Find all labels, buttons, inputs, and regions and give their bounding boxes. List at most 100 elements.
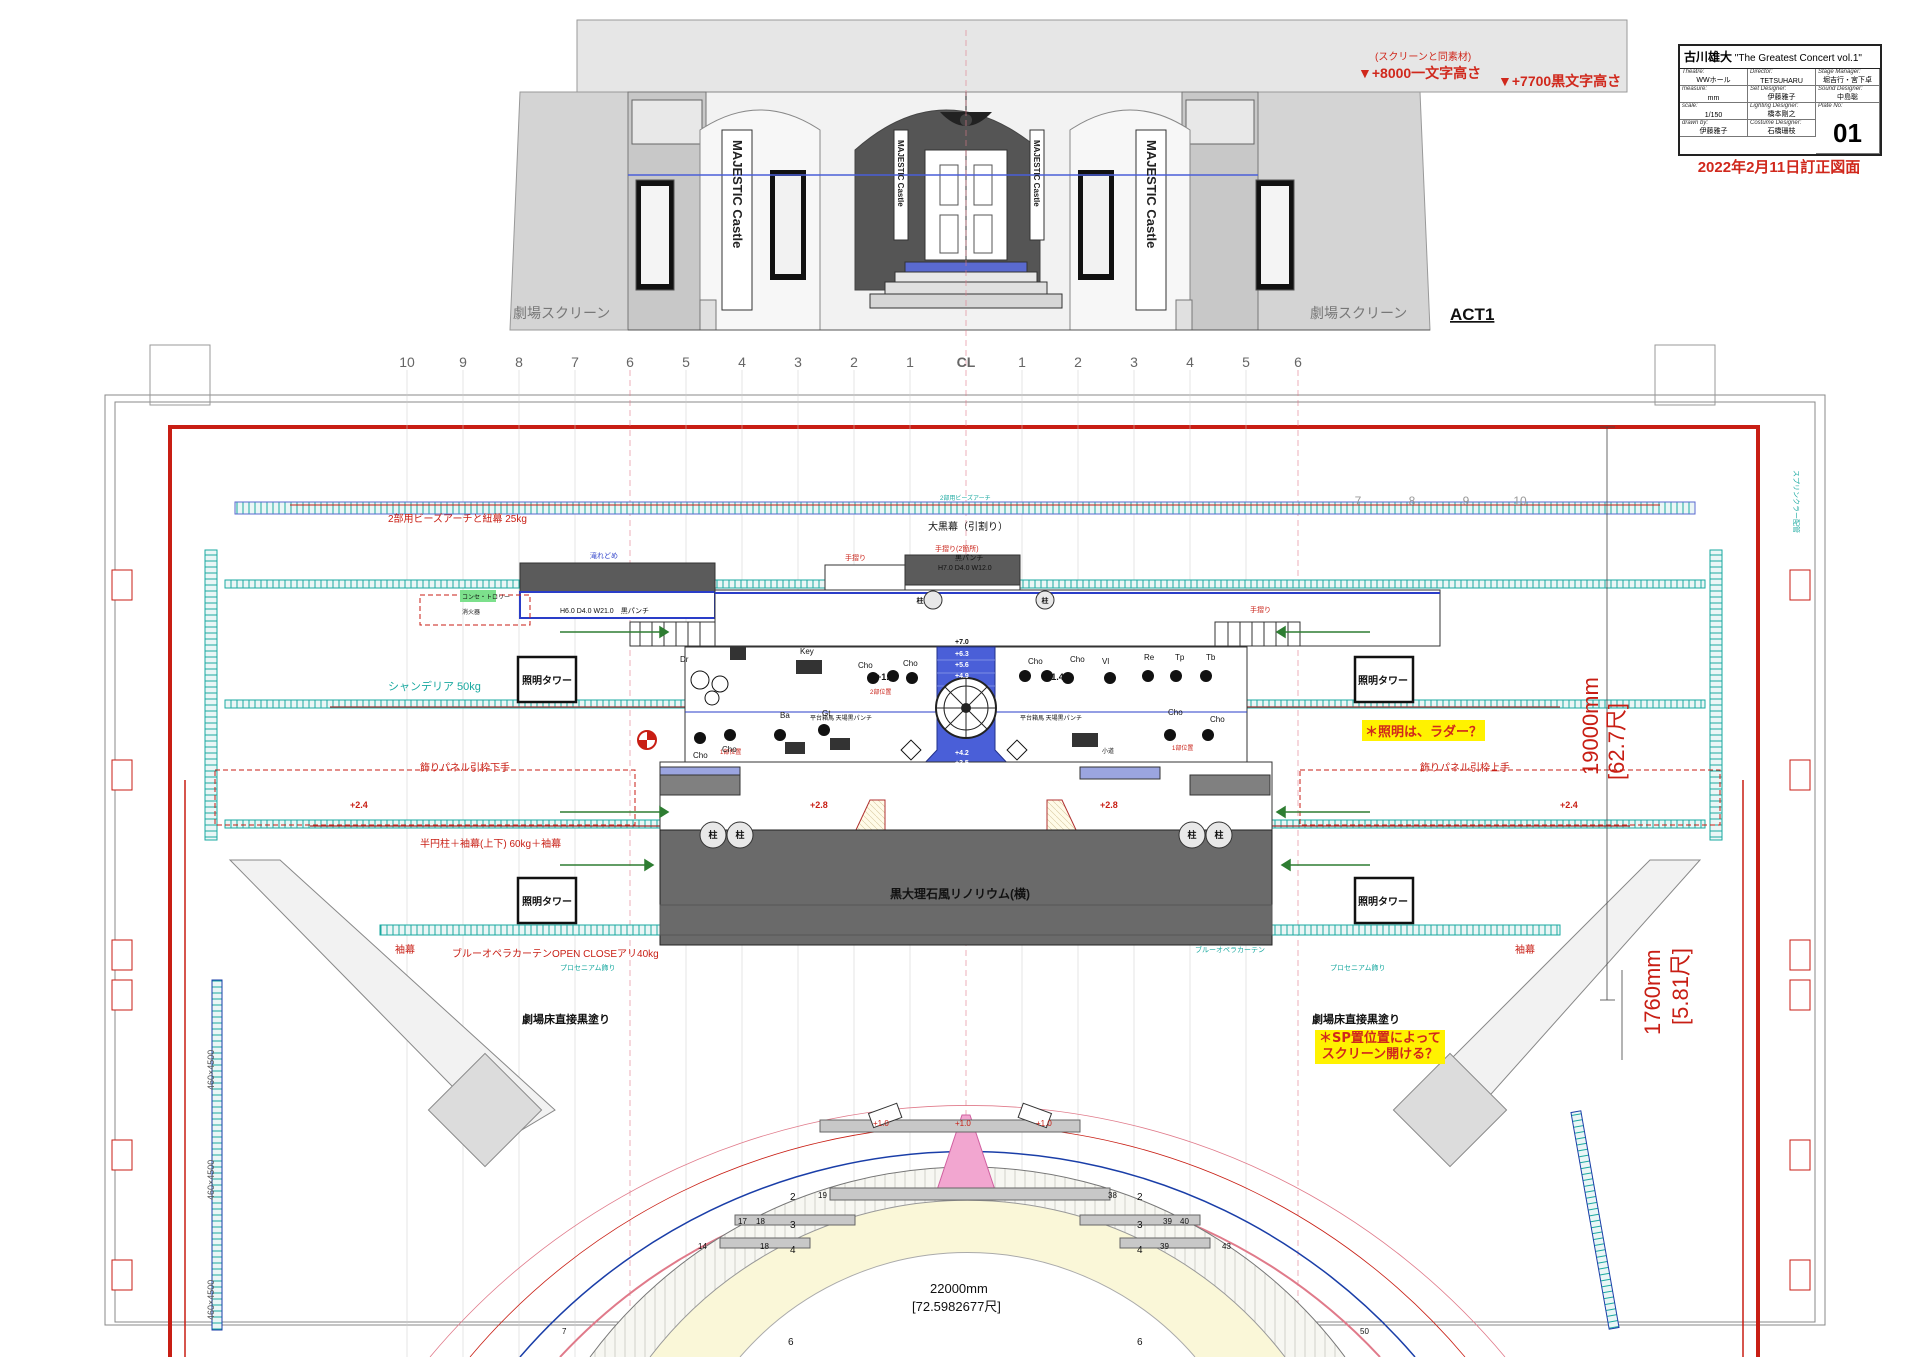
stair-level: +2.8 — [955, 769, 969, 776]
tb-key: Set Designer: — [1750, 86, 1787, 92]
tb-costume-designer: 石橋珊枝 — [1767, 128, 1796, 135]
seat-number: 39 — [1160, 1242, 1169, 1251]
screen-label-left: 劇場スクリーン — [513, 305, 610, 321]
band-cho-label: Cho — [903, 659, 918, 668]
band-cho-label: Cho — [1210, 715, 1225, 724]
wheel-prop-icon — [935, 677, 997, 739]
seat-number: 18 — [760, 1242, 769, 1251]
title-block-title: 古川雄大 — [1684, 50, 1733, 64]
upper-deck — [714, 589, 1441, 647]
elevation-note-small: (スクリーンと同素材) — [1375, 50, 1471, 63]
seat-row-label: 3 — [1137, 1220, 1143, 1231]
grid-num: 10 — [1513, 494, 1527, 508]
tb-drawn-by: 伊藤雅子 — [1699, 128, 1728, 135]
big-black-curtain-label: 大黒幕（引割り） — [928, 520, 1008, 533]
grid-num: 5 — [682, 354, 690, 370]
width-dimension-shaku: [72.5982677尺] — [912, 1299, 1001, 1314]
revision-date: 2022年2月11日訂正図面 — [1697, 159, 1861, 176]
hand-rail-right-label: 手摺り — [1250, 605, 1271, 614]
grid-num: 4 — [1186, 354, 1194, 370]
lighting-towers — [516, 655, 1415, 925]
seat-number: 18 — [756, 1217, 765, 1226]
banner-text-inner-right: MAJESTIC Castle — [1032, 140, 1041, 207]
tb-director: TETSUHARU — [1760, 78, 1803, 85]
proscenium-label-right: プロセニアム飾り — [1330, 963, 1386, 972]
hand-rail-2-label: 手摺り(2箇所) — [935, 544, 979, 553]
band-re-label: Re — [1144, 653, 1155, 662]
level-label: +1.4 — [1046, 672, 1064, 682]
tb-sound-designer: 中島聡 — [1837, 94, 1858, 101]
seat-number: 43 — [1222, 1242, 1231, 1251]
smalldrum-label: 小道 — [1102, 747, 1114, 755]
chandelier-label: シャンデリア 50kg — [388, 679, 481, 693]
title-block-subtitle: "The Greatest Concert vol.1" — [1734, 53, 1862, 64]
diagonal-walls — [228, 859, 1702, 1168]
width-dimension: 22000mm — [930, 1281, 988, 1296]
seat-row-label: 2 — [790, 1192, 796, 1203]
grid-num: 7 — [1355, 494, 1362, 508]
panel-left-label: 飾りパネル引枠下手 — [420, 761, 510, 774]
level-label: +2.8 — [810, 800, 828, 810]
grid-num: 1 — [1018, 354, 1026, 370]
grid-num: 9 — [1463, 494, 1470, 508]
conce-tool-label: コンセ・トロリー — [462, 594, 510, 601]
grid-num: 4 — [738, 354, 746, 370]
stair-level: +3.5 — [955, 760, 969, 767]
stair-level: +7.0 — [955, 639, 969, 646]
grid-num: 2 — [1074, 354, 1082, 370]
entrance-arrows — [560, 625, 1370, 872]
sleeve-right-label: 袖幕 — [1515, 943, 1535, 956]
header-valance — [576, 19, 1628, 93]
title-block: 古川雄大 "The Greatest Concert vol.1" Theatr… — [1678, 44, 1882, 156]
set-elevation — [509, 19, 1628, 331]
banner-text-left: MAJESTIC Castle — [730, 140, 745, 248]
platform-note-left: 平台箱馬 天場黒パンチ — [810, 714, 872, 722]
wing-wagons — [214, 594, 1721, 826]
seat-row-label: 6 — [788, 1337, 794, 1348]
stair-level: +4.9 — [955, 673, 969, 680]
beads-arch-label: 2部用ビーズアーチと紐幕 25kg — [388, 512, 527, 525]
level-label: +1.0 — [1036, 1119, 1052, 1128]
pillar-label: 柱 — [1214, 829, 1223, 840]
band-cho-label: Cho — [858, 661, 873, 670]
act-label: ACT1 — [1450, 305, 1494, 324]
pillar-label: 柱 — [1187, 829, 1196, 840]
light-tower-label: 照明タワー — [522, 896, 572, 908]
grid-num: 1 — [906, 354, 914, 370]
band-cho-label: Cho — [722, 745, 737, 754]
tb-stage-manager: 堀吉行・宮下卓 — [1823, 77, 1872, 84]
pillar-label: 柱 — [1042, 596, 1049, 605]
light-tower-label: 照明タワー — [1358, 675, 1408, 687]
pillar-markers — [699, 590, 1233, 849]
tb-set-designer: 伊藤雅子 — [1767, 94, 1796, 101]
band-tp-label: Tp — [1175, 653, 1185, 662]
grid-num: 5 — [1242, 354, 1250, 370]
first-pos-label: 1部位置 — [1172, 744, 1193, 752]
seat-number: 14 — [698, 1242, 707, 1251]
wall-fixtures — [111, 569, 1811, 1291]
apron-dimension: 1760mm — [1640, 949, 1665, 1035]
stair-level: +0.7 — [955, 794, 969, 801]
lighting-question-note: ＊照明は、ラダー？ — [1362, 720, 1486, 741]
stair-level: +1.4 — [955, 786, 969, 793]
grid-num: 10 — [399, 354, 415, 370]
tb-key: Stage Manager: — [1818, 69, 1861, 75]
tb-lighting-designer: 橋本剛之 — [1767, 111, 1796, 118]
proscenium-label-left: プロセニアム飾り — [560, 963, 616, 972]
title-block-header: 古川雄大 "The Greatest Concert vol.1" — [1680, 46, 1880, 69]
stair-level: +5.6 — [955, 662, 969, 669]
pillar-label: 柱 — [708, 829, 717, 840]
pillar-label: 柱 — [917, 596, 924, 605]
seat-number: 19 — [818, 1191, 827, 1200]
level-label: +1.0 — [955, 1119, 971, 1128]
grid-num: 3 — [794, 354, 802, 370]
black-punch-label: 黒パンチ — [955, 554, 983, 562]
grid-num: 8 — [1409, 494, 1416, 508]
banner-left — [721, 129, 753, 311]
mid-platform — [659, 761, 1273, 833]
seat-number: 17 — [738, 1217, 747, 1226]
stage-boundary — [168, 425, 1760, 1357]
depth-dimension: 19000mm — [1578, 677, 1603, 775]
tb-scale: 1/150 — [1704, 112, 1723, 119]
